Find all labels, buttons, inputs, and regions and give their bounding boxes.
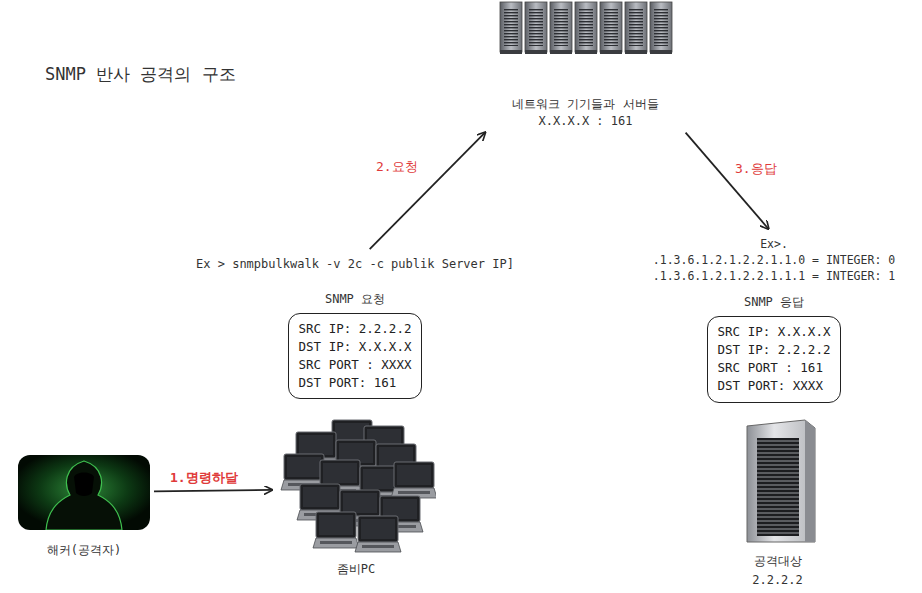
node-label: 좀비PC (337, 561, 375, 578)
diagram-title: SNMP 반사 공격의 구조 (45, 63, 236, 86)
target-server-illustration (735, 418, 820, 546)
server-unit (575, 2, 597, 54)
node-label: 공격대상 (754, 552, 802, 571)
field-box: SRC IP: 2.2.2.2DST IP: X.X.X.XSRC PORT :… (288, 313, 423, 400)
node-label: Ex>. (760, 236, 788, 252)
step-label: 2.요청 (374, 158, 420, 176)
field-line: DST PORT: 161 (299, 374, 397, 392)
node-group: Ex>..1.3.6.1.2.1.2.2.1.1.0 = INTEGER: 0.… (632, 232, 916, 403)
node-label: Ex > snmpbulkwalk -v 2c -c publik Server… (196, 256, 514, 273)
arrow-connector (686, 133, 769, 229)
node-label: SNMP 응답 (744, 294, 804, 311)
server-unit (650, 2, 672, 54)
node-group: Ex > snmpbulkwalk -v 2c -c publik Server… (175, 252, 535, 399)
server-unit (625, 2, 647, 54)
field-line: SRC IP: X.X.X.X (718, 323, 831, 341)
step-label: 3.응답 (733, 160, 779, 178)
node-label: 2.2.2.2 (752, 571, 803, 590)
node-label: .1.3.6.1.2.1.2.2.1.1.0 = INTEGER: 0 (653, 252, 895, 268)
node-group: 해커(공격자) (18, 455, 150, 559)
arrow-connector (370, 132, 485, 249)
node-label: 네트워크 기기들과 서버들 (512, 96, 658, 113)
hacker-illustration (18, 455, 150, 530)
field-line: SRC PORT : 161 (718, 359, 823, 377)
node-label: .1.3.6.1.2.1.2.2.1.1.1 = INTEGER: 1 (653, 268, 895, 284)
node-group: 공격대상2.2.2.2 (735, 418, 820, 590)
field-line: SRC IP: 2.2.2.2 (299, 320, 412, 338)
server-rack-illustration (496, 0, 676, 56)
arrow-connector (154, 490, 272, 491)
laptop (355, 516, 401, 552)
server-unit (550, 2, 572, 54)
laptop (313, 512, 359, 548)
field-line: DST IP: X.X.X.X (299, 338, 412, 356)
server-unit (500, 2, 522, 54)
node-group: 네트워크 기기들과 서버들X.X.X.X : 161 (488, 0, 683, 130)
field-line: DST PORT: XXXX (718, 377, 823, 395)
node-label: 해커(공격자) (47, 542, 121, 559)
node-group: 좀비PC (276, 418, 436, 578)
step-label: 1.명령하달 (168, 469, 240, 487)
node-label: SNMP 요청 (325, 291, 385, 308)
field-line: SRC PORT : XXXX (299, 356, 412, 374)
server-unit (600, 2, 622, 54)
zombie-pc-illustration (276, 418, 436, 553)
laptop (391, 462, 436, 498)
field-box: SRC IP: X.X.X.XDST IP: 2.2.2.2SRC PORT :… (707, 316, 842, 403)
server-unit (525, 2, 547, 54)
field-line: DST IP: 2.2.2.2 (718, 341, 831, 359)
node-label: X.X.X.X : 161 (539, 113, 633, 130)
